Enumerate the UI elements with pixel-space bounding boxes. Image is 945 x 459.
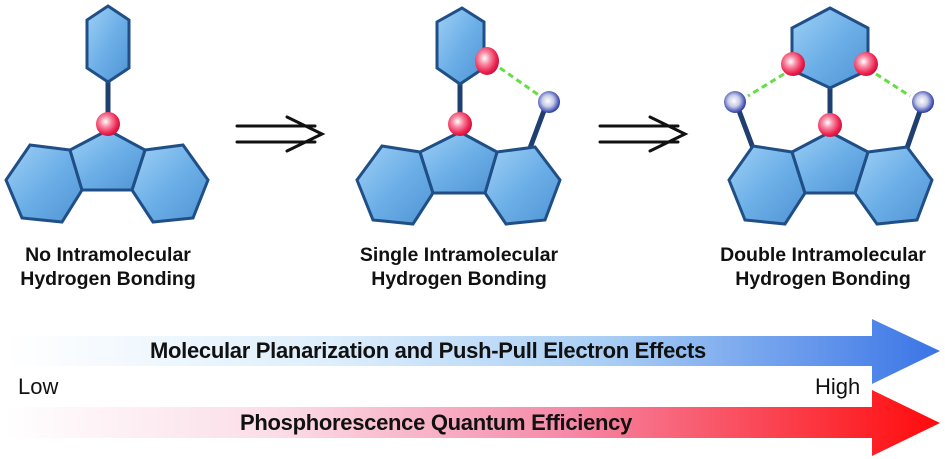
hydrogen-bond	[747, 72, 785, 98]
molecule-single-hbond	[355, 6, 562, 226]
central-ring	[418, 130, 499, 195]
planarization-arrow	[5, 319, 940, 384]
bond	[735, 107, 756, 149]
efficiency-arrow	[5, 390, 940, 456]
donor-atom	[912, 91, 934, 113]
caption-line: Hydrogen Bonding	[20, 268, 196, 290]
acceptor-atom	[475, 47, 499, 75]
central-ring	[68, 128, 147, 192]
donor-atom	[538, 91, 560, 113]
molecule-double-hbond	[724, 6, 934, 226]
implies-arrow-icon	[598, 115, 689, 153]
phenyl-ring	[435, 6, 486, 86]
phenyl-ring	[85, 4, 131, 84]
central-ring	[790, 130, 870, 195]
caption-line: Hydrogen Bonding	[735, 268, 911, 290]
acceptor-atom	[781, 52, 805, 76]
phenyl-ring	[790, 6, 870, 90]
acceptor-atom	[96, 112, 120, 136]
scale-low-label: Low	[18, 374, 59, 399]
bond	[527, 107, 548, 149]
implies-arrow-icon	[235, 115, 326, 153]
acceptor-atom	[448, 112, 472, 136]
caption-line: No Intramolecular	[25, 244, 191, 266]
acceptor-atom	[818, 113, 842, 137]
scale-high-label: High	[815, 374, 861, 399]
bond	[904, 107, 924, 149]
caption-line: Single Intramolecular	[359, 244, 559, 266]
donor-atom	[724, 91, 746, 113]
molecule-no-hbond	[4, 4, 210, 224]
caption-double-hbond: Double Intramolecular Hydrogen Bonding	[693, 243, 945, 291]
hydrogen-bond	[875, 72, 911, 98]
caption-single-hbond: Single Intramolecular Hydrogen Bonding	[329, 243, 589, 291]
caption-line: Double Intramolecular	[720, 244, 926, 266]
acceptor-atom	[854, 52, 878, 76]
planarization-label: Molecular Planarization and Push-Pull El…	[150, 338, 706, 363]
caption-no-hbond: No Intramolecular Hydrogen Bonding	[0, 243, 238, 291]
efficiency-label: Phosphorescence Quantum Efficiency	[240, 410, 633, 435]
caption-line: Hydrogen Bonding	[371, 268, 547, 290]
hydrogen-bond	[499, 66, 541, 98]
